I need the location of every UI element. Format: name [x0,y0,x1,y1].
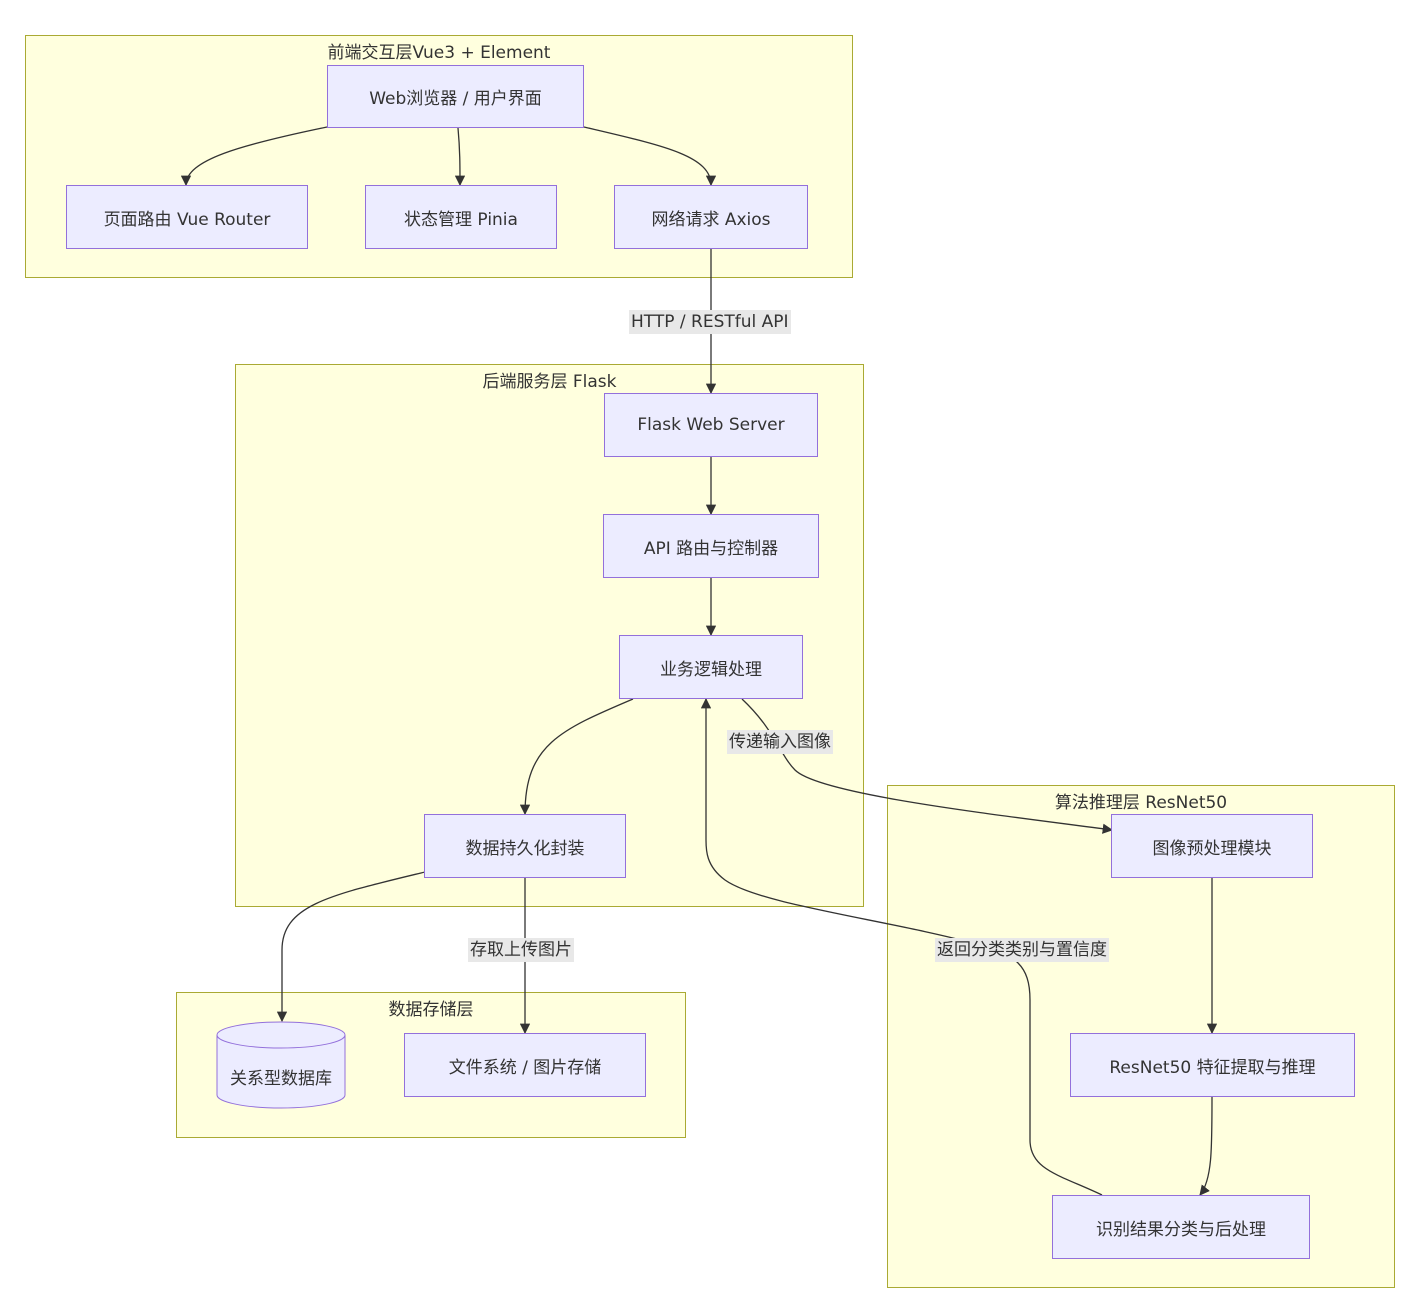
edge-browser-axios [583,126,717,187]
node-filesystem[interactable]: 文件系统 / 图片存储 [404,1033,646,1097]
node-persistence[interactable]: 数据持久化封装 [424,814,626,878]
database-cylinder [216,1021,346,1109]
cluster-backend-title: 后端服务层 Flask [482,372,617,392]
node-database-label[interactable]: 关系型数据库 [230,1069,332,1089]
edge-resnet-postprocess [1199,1096,1213,1196]
cluster-storage-title: 数据存储层 [388,1000,474,1020]
node-preprocess[interactable]: 图像预处理模块 [1111,814,1313,878]
cluster-algorithm-title: 算法推理层 ResNet50 [1054,793,1228,813]
edge-browser-pinia [454,127,466,187]
node-business[interactable]: 业务逻辑处理 [619,635,803,699]
edge-label-send-image: 传递输入图像 [727,730,833,754]
edge-label-http: HTTP / RESTful API [629,310,791,334]
edge-business-preprocess [741,698,1114,834]
node-axios[interactable]: 网络请求 Axios [614,185,808,249]
node-api-router[interactable]: API 路由与控制器 [603,514,819,578]
node-pinia[interactable]: 状态管理 Pinia [365,185,557,249]
node-postprocess[interactable]: 识别结果分类与后处理 [1052,1195,1310,1259]
node-router[interactable]: 页面路由 Vue Router [66,185,308,249]
edge-business-persistence [519,698,634,816]
node-flask-server[interactable]: Flask Web Server [604,393,818,457]
node-resnet[interactable]: ResNet50 特征提取与推理 [1070,1033,1355,1097]
edge-browser-router [180,126,328,187]
edge-label-store-image: 存取上传图片 [468,938,574,962]
edge-persistence-database [276,871,426,1023]
node-browser[interactable]: Web浏览器 / 用户界面 [327,65,584,128]
cluster-frontend-title: 前端交互层Vue3 + Element [327,43,551,63]
edge-label-return-result: 返回分类类别与置信度 [935,938,1109,962]
